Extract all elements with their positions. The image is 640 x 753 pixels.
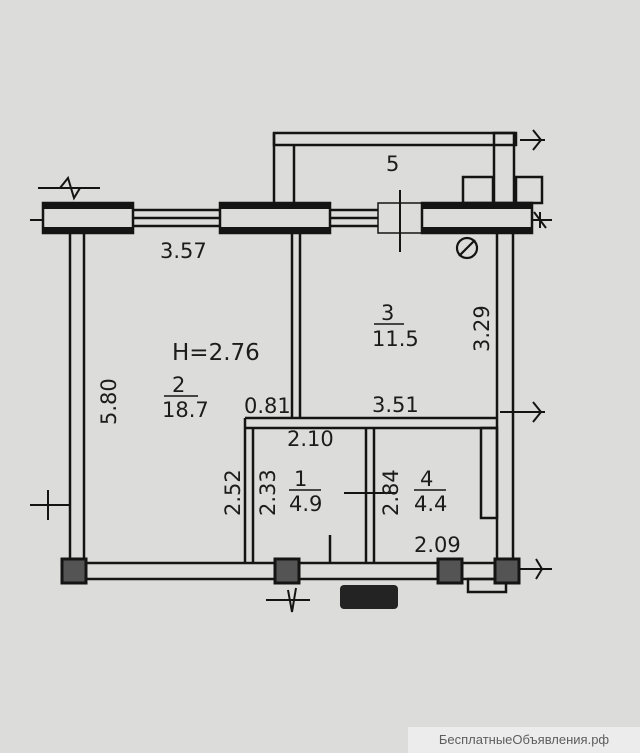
column-bottom-corner (493, 557, 521, 585)
dim-top-left-width: 3.57 (160, 239, 207, 263)
room-1-number: 1 (294, 467, 307, 491)
left-exterior-wall (68, 233, 86, 568)
dim-room4-height: 2.84 (379, 469, 403, 516)
fraction-bars (164, 323, 446, 491)
column-bottom-mid (273, 557, 301, 585)
dim-partition-short: 0.81 (244, 394, 291, 418)
dim-room1-width: 2.10 (287, 427, 334, 451)
room-2-number: 2 (172, 373, 185, 397)
top-wall-fill (43, 203, 532, 233)
column-bottom-right (436, 557, 464, 585)
room-1-area: 4.9 (289, 492, 322, 516)
room-4-area: 4.4 (414, 492, 447, 516)
site-watermark: БесплатныеОбъявления.рф (408, 727, 640, 753)
room-4-number: 4 (420, 467, 433, 491)
dim-room4-width: 2.09 (414, 533, 461, 557)
room-3-number: 3 (381, 301, 394, 325)
dim-room1-height-outer: 2.52 (221, 469, 245, 516)
ventilation-symbol (455, 236, 479, 260)
column-bottom-left (60, 557, 88, 585)
break-markers (30, 129, 552, 613)
room-2-area: 18.7 (162, 398, 209, 422)
balcony-number: 5 (386, 152, 399, 176)
dim-room1-height-inner: 2.33 (256, 469, 280, 516)
structural-columns (60, 557, 521, 585)
dim-room3-width: 3.51 (372, 393, 419, 417)
right-wall (479, 233, 515, 563)
ceiling-height: H=2.76 (172, 340, 260, 366)
interior-partitions (243, 233, 497, 563)
redacted-mark (340, 585, 398, 609)
dim-room3-height: 3.29 (470, 305, 494, 352)
dim-left-height: 5.80 (97, 378, 121, 425)
room-3-area: 11.5 (372, 327, 419, 351)
balcony-outline (272, 131, 544, 205)
